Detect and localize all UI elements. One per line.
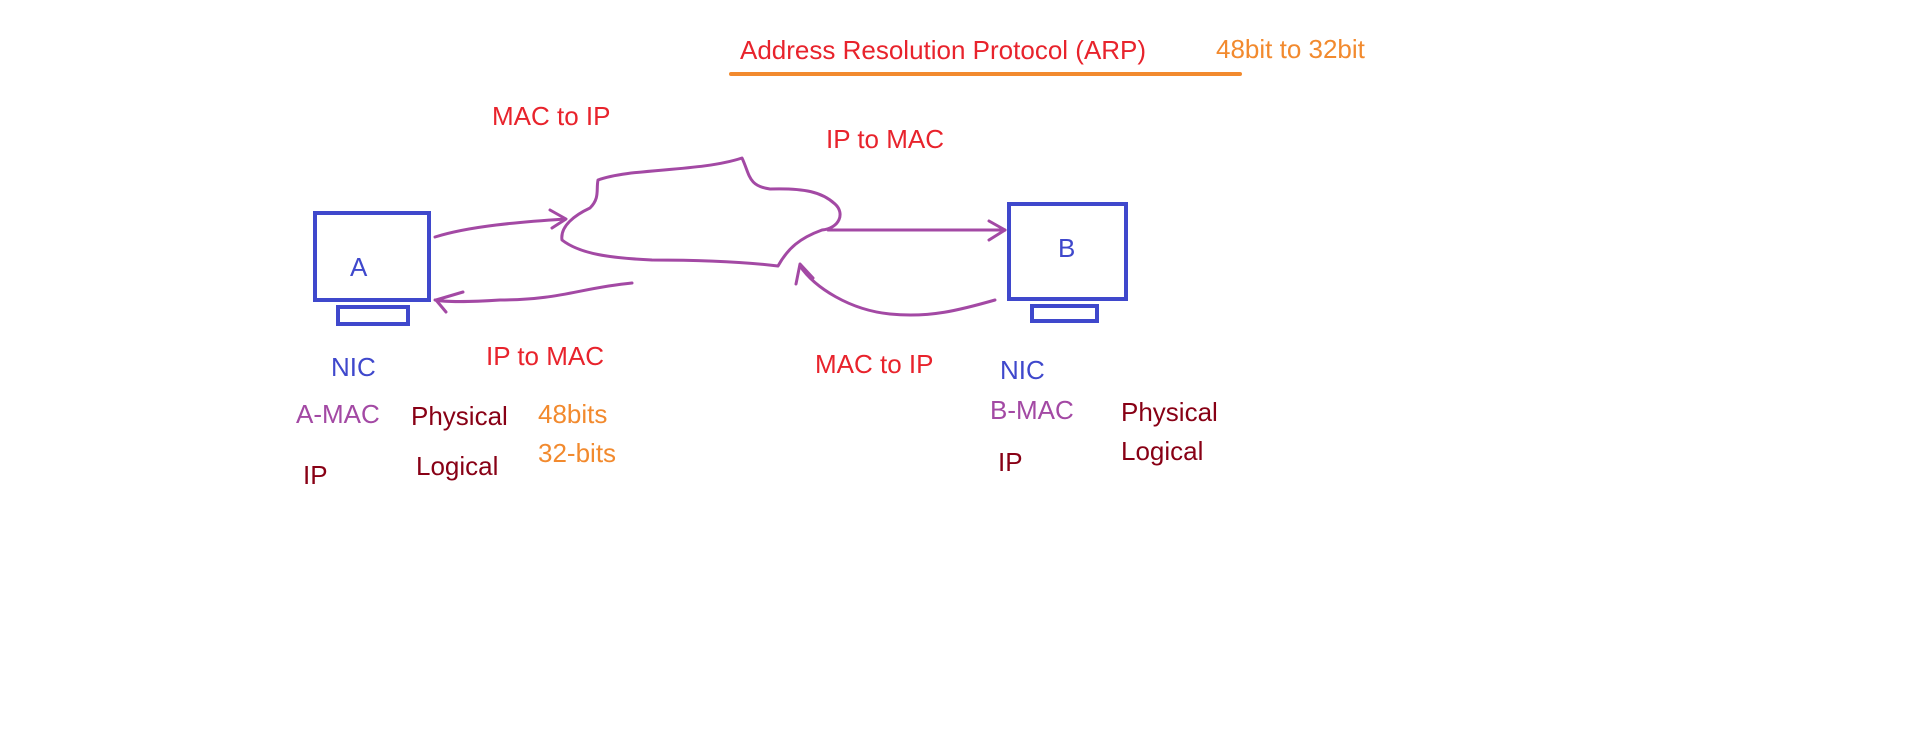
label-top-right: IP to MAC	[826, 124, 945, 154]
arrow-b-to-cloud	[798, 264, 997, 317]
host-b-logical: Logical	[1121, 436, 1204, 466]
label-bottom-left: IP to MAC	[486, 341, 605, 371]
computer-b-base	[1030, 304, 1099, 323]
host-a-ip: IP	[303, 460, 328, 490]
arrow-a-to-cloud-head	[548, 208, 568, 230]
arrow-b-to-cloud-head	[794, 262, 815, 286]
arrow-cloud-to-a-head	[434, 290, 465, 314]
arrow-cloud-to-b-head	[987, 219, 1007, 242]
host-a-logical: Logical	[416, 451, 499, 481]
title-note: 48bit to 32bit	[1216, 34, 1365, 64]
host-b-ip: IP	[998, 447, 1023, 477]
host-b-nic: NIC	[1000, 355, 1045, 385]
label-bottom-right: MAC to IP	[815, 349, 934, 379]
computer-a-base	[336, 305, 410, 326]
computer-a-monitor	[313, 211, 431, 302]
computer-b-monitor	[1007, 202, 1128, 301]
host-b-physical: Physical	[1121, 397, 1218, 427]
arrow-cloud-to-a	[433, 281, 634, 303]
host-a-nic: NIC	[331, 352, 376, 382]
host-a-name: A	[350, 252, 368, 282]
host-a-physical: Physical	[411, 401, 508, 431]
network-cloud	[560, 156, 842, 268]
host-b-name: B	[1058, 233, 1076, 263]
host-a-mac-bits: 48bits	[538, 399, 608, 429]
arrow-a-to-cloud	[433, 217, 567, 239]
host-b-mac: B-MAC	[990, 395, 1074, 425]
label-top-left: MAC to IP	[492, 101, 611, 131]
host-a-mac: A-MAC	[296, 399, 380, 429]
host-a-ip-bits: 32-bits	[538, 438, 617, 468]
diagram-title: Address Resolution Protocol (ARP)	[740, 35, 1147, 65]
